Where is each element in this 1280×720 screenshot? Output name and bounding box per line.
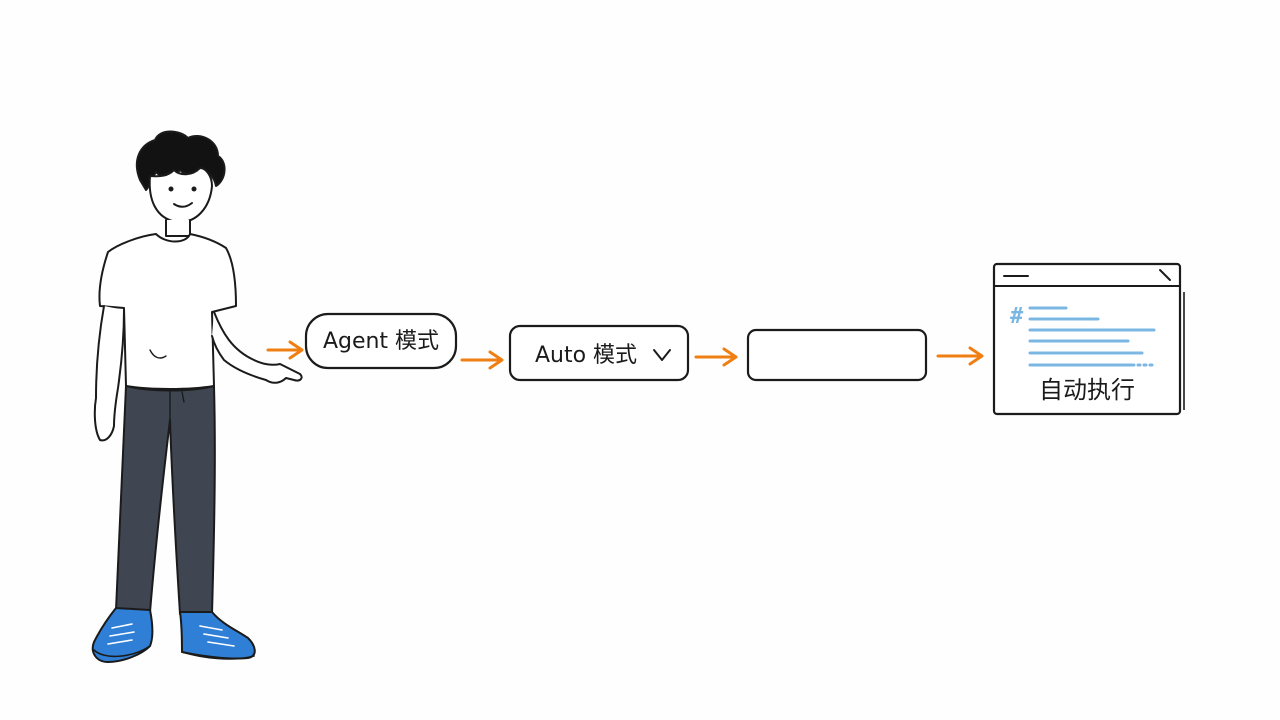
auto-mode-node: Auto 模式 [508, 324, 690, 382]
person-eye-left [168, 186, 174, 192]
person-smile [173, 202, 193, 208]
window-corner-mark [1159, 269, 1171, 281]
result-caption: 自动执行 [1039, 376, 1135, 404]
result-window: # 自动执行 [992, 262, 1185, 416]
arrow-auto-to-blank [694, 347, 738, 367]
person-pants [115, 385, 216, 615]
person-shoe-right [179, 611, 256, 660]
person-arm-left [93, 305, 125, 442]
chevron-down-icon [653, 349, 671, 361]
auto-mode-label: Auto 模式 [535, 343, 637, 368]
agent-mode-node: Agent 模式 [304, 312, 458, 370]
arrow-person-to-agent [266, 340, 304, 360]
person-figure [91, 130, 303, 663]
arrow-agent-to-auto [460, 350, 504, 370]
person-arm-right [211, 311, 303, 384]
person-neck [165, 219, 191, 237]
person-eye-right [191, 186, 197, 192]
person-face [148, 167, 213, 224]
hash-icon: # [1010, 304, 1024, 329]
arrow-blank-to-result [936, 346, 984, 366]
blank-step-node [746, 328, 928, 382]
agent-mode-label: Agent 模式 [323, 329, 439, 354]
flow-arrows [266, 340, 984, 370]
code-lines [1028, 306, 1164, 367]
person-shoe-left [91, 607, 154, 663]
person-hair [135, 130, 226, 191]
